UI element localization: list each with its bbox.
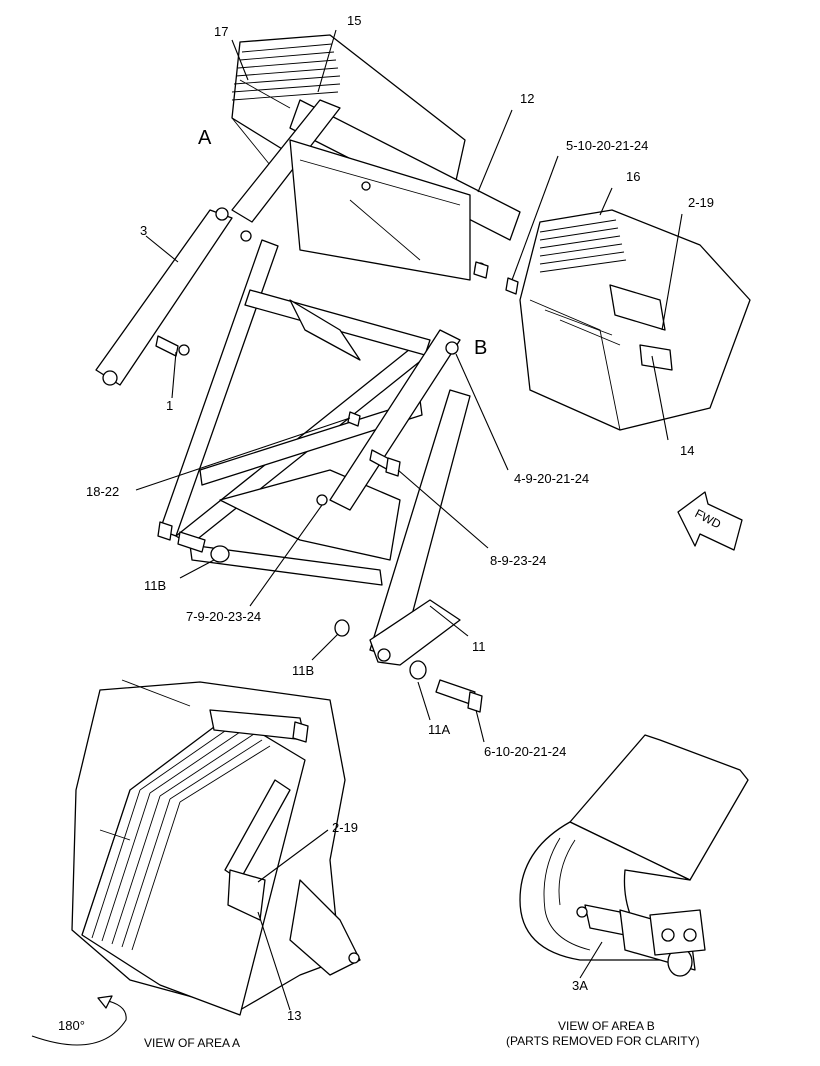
view-area-a-drawing xyxy=(71,679,361,1016)
callout-13: 13 xyxy=(287,1008,301,1023)
callout-15: 15 xyxy=(347,13,361,28)
callout-11b-upper: 11B xyxy=(144,578,166,593)
pins-and-washers xyxy=(157,261,519,713)
callout-8-9-23-24: 8-9-23-24 xyxy=(490,553,546,568)
callout-5-10-20-21-24: 5-10-20-21-24 xyxy=(566,138,648,153)
callout-3a: 3A xyxy=(572,978,588,993)
callout-2-19-top: 2-19 xyxy=(688,195,714,210)
callout-area-b: B xyxy=(474,337,487,359)
rotate-180-arrow-icon xyxy=(31,995,127,1046)
callout-3: 3 xyxy=(140,223,147,238)
callout-4-9-20-21-24: 4-9-20-21-24 xyxy=(514,471,589,486)
callout-17: 17 xyxy=(214,24,228,39)
callout-1: 1 xyxy=(166,398,173,413)
caption-parts-removed: (PARTS REMOVED FOR CLARITY) xyxy=(506,1034,700,1048)
callout-11b-lower: 11B xyxy=(292,663,314,678)
callout-11: 11 xyxy=(472,639,486,654)
callout-11a: 11A xyxy=(428,722,450,737)
callout-16: 16 xyxy=(626,169,640,184)
callout-6-10-20-21-24: 6-10-20-21-24 xyxy=(484,744,566,759)
callout-12: 12 xyxy=(520,91,534,106)
caption-view-area-a: VIEW OF AREA A xyxy=(144,1036,240,1050)
callout-area-a: A xyxy=(198,127,212,149)
leader-lines xyxy=(135,29,683,1011)
view-area-b-drawing xyxy=(519,734,749,977)
callout-14: 14 xyxy=(680,443,694,458)
right-arm-11 xyxy=(316,329,471,666)
rotation-180-label: 180° xyxy=(58,1018,85,1033)
callout-2-19-lower: 2-19 xyxy=(332,820,358,835)
callout-18-22: 18-22 xyxy=(86,484,119,499)
left-arm-3 xyxy=(95,207,233,386)
fwd-arrow-icon xyxy=(677,491,743,551)
counterweight-stack-16 xyxy=(519,209,751,431)
callout-7-9-20-23-24: 7-9-20-23-24 xyxy=(186,609,261,624)
caption-view-area-b: VIEW OF AREA B xyxy=(558,1019,655,1033)
